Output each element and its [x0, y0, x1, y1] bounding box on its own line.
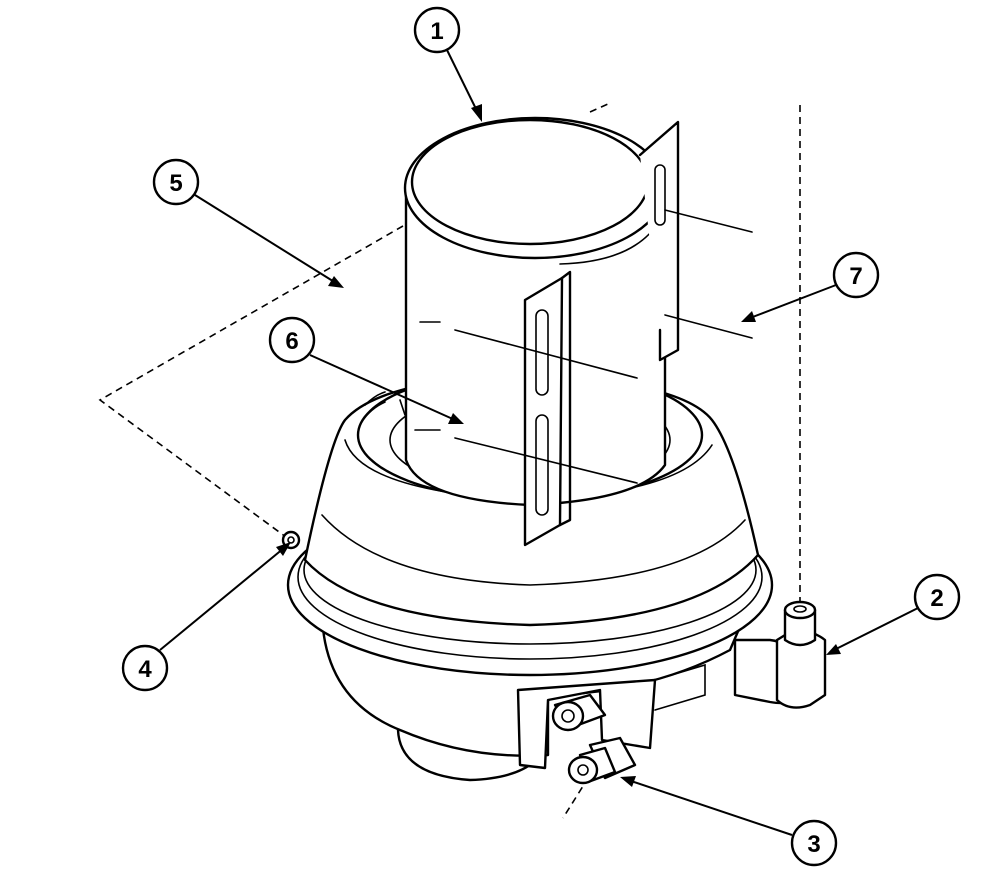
callout-7: 7 — [832, 251, 880, 299]
callout-2-label: 2 — [930, 585, 943, 612]
elbow-fitting — [733, 600, 827, 709]
leader-6 — [309, 354, 456, 421]
dome-step-2 — [321, 514, 746, 586]
elbow-nut — [783, 608, 817, 647]
leader-1 — [446, 49, 479, 114]
bracket-dashed-outline — [98, 225, 404, 541]
callout-5-label: 5 — [169, 170, 182, 197]
callout-5: 5 — [152, 158, 200, 206]
callout-4-label: 4 — [138, 656, 152, 683]
mounting-bracket — [359, 120, 753, 547]
leader-5 — [194, 194, 337, 284]
callout-3: 3 — [790, 819, 838, 867]
lower-block — [516, 678, 657, 770]
callout-6: 6 — [268, 316, 316, 364]
leader-4 — [159, 547, 285, 651]
canister-top-cap — [410, 118, 650, 246]
assembly-lines — [98, 103, 801, 819]
elbow-port — [783, 600, 817, 620]
callout-4: 4 — [121, 644, 169, 692]
bracket-front-plate-side — [558, 270, 572, 527]
bracket-slot-lower — [535, 414, 549, 516]
front-fittings — [551, 693, 637, 785]
callout-2: 2 — [913, 573, 961, 621]
callout-3-label: 3 — [807, 831, 820, 858]
bracket-back-plate — [638, 120, 680, 362]
callout-6-label: 6 — [285, 328, 298, 355]
callout-1-label: 1 — [430, 18, 443, 45]
callout-7-label: 7 — [849, 263, 862, 290]
leader-2 — [833, 607, 919, 651]
leader-3 — [627, 779, 793, 836]
bottom-fitting-axis — [562, 766, 596, 819]
top-center-dash — [589, 103, 609, 113]
callout-1: 1 — [413, 6, 461, 54]
leader-7 — [749, 284, 837, 319]
leader-lines — [159, 49, 919, 836]
